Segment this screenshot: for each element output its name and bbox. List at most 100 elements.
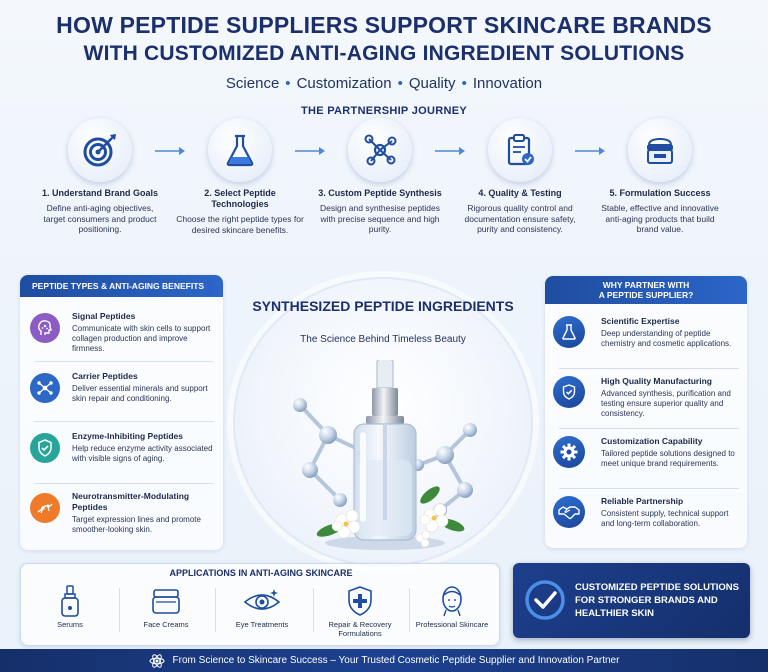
atom-icon bbox=[149, 653, 165, 668]
why-partner-item-title: Customization Capability bbox=[601, 436, 703, 446]
tagline-word: Science bbox=[225, 75, 280, 92]
why-partner-item-desc: Tailored peptide solutions designed to m… bbox=[601, 449, 735, 468]
clipboard-check-icon bbox=[507, 134, 534, 166]
journey-step: 4. Quality & Testing Rigorous quality co… bbox=[455, 118, 585, 235]
molecule-icon bbox=[364, 134, 397, 166]
cta-text: CUSTOMIZED PEPTIDE SOLUTIONS FOR STRONGE… bbox=[575, 582, 739, 619]
peptide-type-title: Signal Peptides bbox=[72, 311, 136, 321]
tagline-word: Quality bbox=[408, 75, 456, 92]
journey-step: 5. Formulation Success Stable, effective… bbox=[595, 118, 725, 235]
journey-step: 2. Select Peptide Technologies Choose th… bbox=[175, 118, 305, 235]
peptide-type-item: Signal Peptides Communicate with skin ce… bbox=[30, 311, 220, 354]
peptide-types-panel: PEPTIDE TYPES & ANTI-AGING BENEFITS Sign… bbox=[20, 275, 223, 550]
application-label: Eye Treatments bbox=[235, 620, 289, 629]
why-partner-title-line2: A PEPTIDE SUPPLIER? bbox=[598, 290, 694, 300]
footer-text: From Science to Skincare Success – Your … bbox=[172, 655, 620, 666]
divider bbox=[34, 483, 214, 484]
cta-banner: CUSTOMIZED PEPTIDE SOLUTIONS FOR STRONGE… bbox=[513, 563, 750, 638]
tagline-word: Innovation bbox=[472, 75, 543, 92]
center-title: SYNTHESIZED PEPTIDE INGREDIENTS bbox=[252, 298, 514, 314]
application-item: Eye Treatments bbox=[217, 582, 307, 629]
why-partner-item-desc: Consistent supply, technical support and… bbox=[601, 509, 729, 528]
medical-shield-icon bbox=[348, 586, 372, 616]
applications-title: APPLICATIONS IN ANTI-AGING SKINCARE bbox=[169, 568, 353, 578]
application-label: Professional Skincare bbox=[415, 620, 489, 629]
shield-check-icon bbox=[553, 376, 585, 408]
tagline-separator: • bbox=[285, 75, 291, 92]
center-subtitle: The Science Behind Timeless Beauty bbox=[300, 334, 466, 345]
divider bbox=[559, 488, 739, 489]
peptide-type-desc: Help reduce enzyme activity associated w… bbox=[72, 444, 213, 463]
network-icon bbox=[30, 373, 60, 403]
divider bbox=[215, 588, 216, 632]
neuron-icon bbox=[30, 493, 60, 523]
peptide-type-title: Carrier Peptides bbox=[72, 371, 138, 381]
why-partner-item-desc: Advanced synthesis, purification and tes… bbox=[601, 389, 731, 418]
journey-title: THE PARTNERSHIP JOURNEY bbox=[300, 105, 468, 117]
footer-bar: From Science to Skincare Success – Your … bbox=[0, 649, 768, 672]
why-partner-item: High Quality Manufacturing Advanced synt… bbox=[553, 376, 743, 419]
face-icon bbox=[442, 586, 462, 617]
main-title-line1: HOW PEPTIDE SUPPLIERS SUPPORT SKINCARE B… bbox=[56, 12, 712, 38]
application-item: Face Creams bbox=[121, 582, 211, 629]
arrow-right-icon bbox=[435, 147, 465, 155]
main-title-line2: WITH CUSTOMIZED ANTI-AGING INGREDIENT SO… bbox=[83, 42, 685, 65]
why-partner-title-line1: WHY PARTNER WITH bbox=[602, 280, 690, 290]
divider bbox=[559, 428, 739, 429]
step-icon-circle bbox=[208, 118, 272, 182]
step-icon-circle bbox=[488, 118, 552, 182]
application-item: Serums bbox=[25, 582, 115, 629]
face-signal-icon bbox=[30, 313, 60, 343]
step-desc: Rigorous quality control and documentati… bbox=[464, 203, 576, 234]
step-title: 4. Quality & Testing bbox=[478, 188, 562, 198]
peptide-type-item: Enzyme-Inhibiting Peptides Help reduce e… bbox=[30, 431, 220, 464]
arrow-right-icon bbox=[295, 147, 325, 155]
why-partner-item-title: Scientific Expertise bbox=[601, 316, 680, 326]
step-title: 1. Understand Brand Goals bbox=[41, 188, 159, 198]
step-desc: Design and synthesise peptides with prec… bbox=[319, 203, 441, 234]
peptide-type-desc: Communicate with skin cells to support c… bbox=[72, 324, 211, 353]
divider bbox=[313, 588, 314, 632]
peptide-type-item: Neurotransmitter-Modulating Peptides Tar… bbox=[30, 491, 220, 535]
application-label: Serums bbox=[57, 620, 83, 629]
why-partner-item: Customization Capability Tailored peptid… bbox=[553, 436, 743, 469]
divider bbox=[34, 421, 214, 422]
step-icon-circle bbox=[348, 118, 412, 182]
tagline-separator: • bbox=[397, 75, 403, 92]
flask-icon bbox=[226, 134, 254, 167]
applications-panel: APPLICATIONS IN ANTI-AGING SKINCARE Seru… bbox=[20, 563, 500, 646]
tagline-word: Customization bbox=[296, 75, 392, 92]
check-circle-icon bbox=[525, 580, 565, 620]
journey-step: 3. Custom Peptide Synthesis Design and s… bbox=[315, 118, 445, 235]
peptide-type-desc: Deliver essential minerals and support s… bbox=[72, 384, 208, 403]
step-icon-circle bbox=[68, 118, 132, 182]
peptide-type-title: Enzyme-Inhibiting Peptides bbox=[72, 431, 183, 441]
divider bbox=[119, 588, 120, 632]
flask-icon bbox=[553, 316, 585, 348]
step-icon-circle bbox=[628, 118, 692, 182]
why-partner-item-title: Reliable Partnership bbox=[601, 496, 684, 506]
arrow-right-icon bbox=[155, 147, 185, 155]
handshake-icon bbox=[553, 496, 585, 528]
step-title: 3. Custom Peptide Synthesis bbox=[318, 188, 442, 198]
shield-check-icon bbox=[30, 433, 60, 463]
step-title: 2. Select Peptide Technologies bbox=[204, 188, 276, 209]
peptide-type-title: Neurotransmitter-Modulating Peptides bbox=[72, 491, 190, 512]
step-title: 5. Formulation Success bbox=[609, 188, 711, 198]
peptide-type-item: Carrier Peptides Deliver essential miner… bbox=[30, 371, 220, 404]
arrow-right-icon bbox=[575, 147, 605, 155]
step-desc: Define anti-aging objectives, target con… bbox=[43, 203, 157, 234]
application-label: Repair & Recovery Formulations bbox=[328, 620, 392, 638]
step-desc: Choose the right peptide types for desir… bbox=[176, 214, 304, 235]
tagline: Science • Customization • Quality • Innovation bbox=[0, 75, 768, 92]
tagline-separator: • bbox=[461, 75, 467, 92]
application-item: Repair & Recovery Formulations bbox=[315, 582, 405, 638]
serum-bottle-molecule-illustration bbox=[293, 360, 477, 550]
why-partner-panel: WHY PARTNER WITH A PEPTIDE SUPPLIER? Sci… bbox=[545, 276, 747, 548]
peptide-type-desc: Target expression lines and promote smoo… bbox=[72, 515, 201, 534]
divider bbox=[34, 361, 214, 362]
why-partner-item: Scientific Expertise Deep understanding … bbox=[553, 316, 743, 349]
why-partner-title: WHY PARTNER WITH A PEPTIDE SUPPLIER? bbox=[545, 276, 747, 304]
cream-jar-icon bbox=[647, 137, 673, 164]
why-partner-item-desc: Deep understanding of peptide chemistry … bbox=[601, 329, 732, 348]
